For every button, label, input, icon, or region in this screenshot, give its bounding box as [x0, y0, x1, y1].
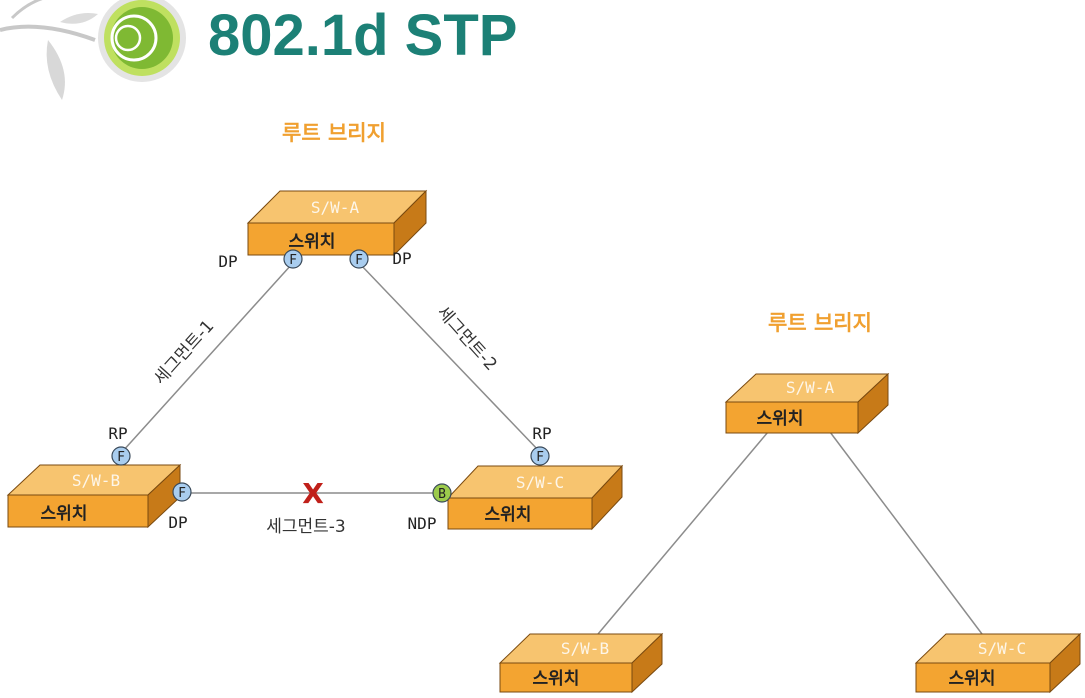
- port-b-top: F: [111, 446, 131, 466]
- port-c-left-letter: B: [438, 487, 446, 502]
- segment-1-label: 세그먼트-1: [150, 316, 218, 388]
- switch-b-right: S/W-B 스위치: [498, 632, 664, 694]
- segment-2-link: [359, 263, 541, 453]
- switch-b-name: S/W-B: [72, 471, 120, 490]
- port-b-top-role: RP: [108, 424, 127, 443]
- port-b-right-letter: F: [178, 486, 186, 501]
- segment-2-label: 세그먼트-2: [433, 302, 501, 374]
- switch-a-label: 스위치: [289, 232, 336, 252]
- switch-c-right: S/W-C 스위치: [914, 632, 1082, 694]
- segment-3-label: 세그먼트-3: [266, 517, 346, 537]
- switch-c-left: S/W-C 스위치: [446, 464, 624, 531]
- switch-b-left: S/W-B 스위치: [6, 463, 182, 529]
- switch-c-label: 스위치: [485, 505, 532, 525]
- tree-link-a-c: [829, 431, 983, 635]
- port-c-left-role: NDP: [408, 514, 437, 533]
- switch-a-right-label: 스위치: [757, 409, 804, 429]
- switch-c-right-name: S/W-C: [978, 639, 1026, 658]
- port-c-top-role: RP: [532, 424, 551, 443]
- switch-a-right: S/W-A 스위치: [724, 372, 890, 435]
- port-a-right-letter: F: [355, 253, 363, 268]
- switch-c-name: S/W-C: [516, 473, 564, 492]
- port-a-left-role: DP: [218, 252, 237, 271]
- tree-link-a-b: [597, 431, 769, 635]
- slide-title: 802.1d STP: [208, 3, 518, 68]
- port-c-left: B: [432, 483, 452, 503]
- switch-b-right-label: 스위치: [533, 669, 580, 689]
- switch-a-right-name: S/W-A: [786, 378, 835, 397]
- port-c-top-letter: F: [536, 450, 544, 465]
- port-a-left: F: [283, 249, 303, 269]
- segment-1-link: [121, 263, 293, 453]
- port-b-right: F: [172, 482, 192, 502]
- port-a-right: F: [349, 249, 369, 269]
- root-bridge-label-right: 루트 브리지: [768, 311, 872, 335]
- switch-b-right-name: S/W-B: [561, 639, 609, 658]
- switch-a-name: S/W-A: [311, 198, 360, 217]
- switch-b-label: 스위치: [41, 504, 88, 524]
- port-a-right-role: DP: [392, 249, 411, 268]
- switch-a-left: S/W-A 스위치: [246, 189, 428, 257]
- port-b-right-role: DP: [168, 513, 187, 532]
- switch-c-right-label: 스위치: [949, 669, 996, 689]
- blocked-x-mark: X: [302, 477, 324, 510]
- port-b-top-letter: F: [117, 450, 125, 465]
- port-c-top: F: [530, 446, 550, 466]
- root-bridge-label-left: 루트 브리지: [282, 121, 386, 145]
- leaf-branch-decoration: [0, 0, 98, 100]
- port-a-left-letter: F: [289, 253, 297, 268]
- title-bullet-icon: [98, 0, 186, 82]
